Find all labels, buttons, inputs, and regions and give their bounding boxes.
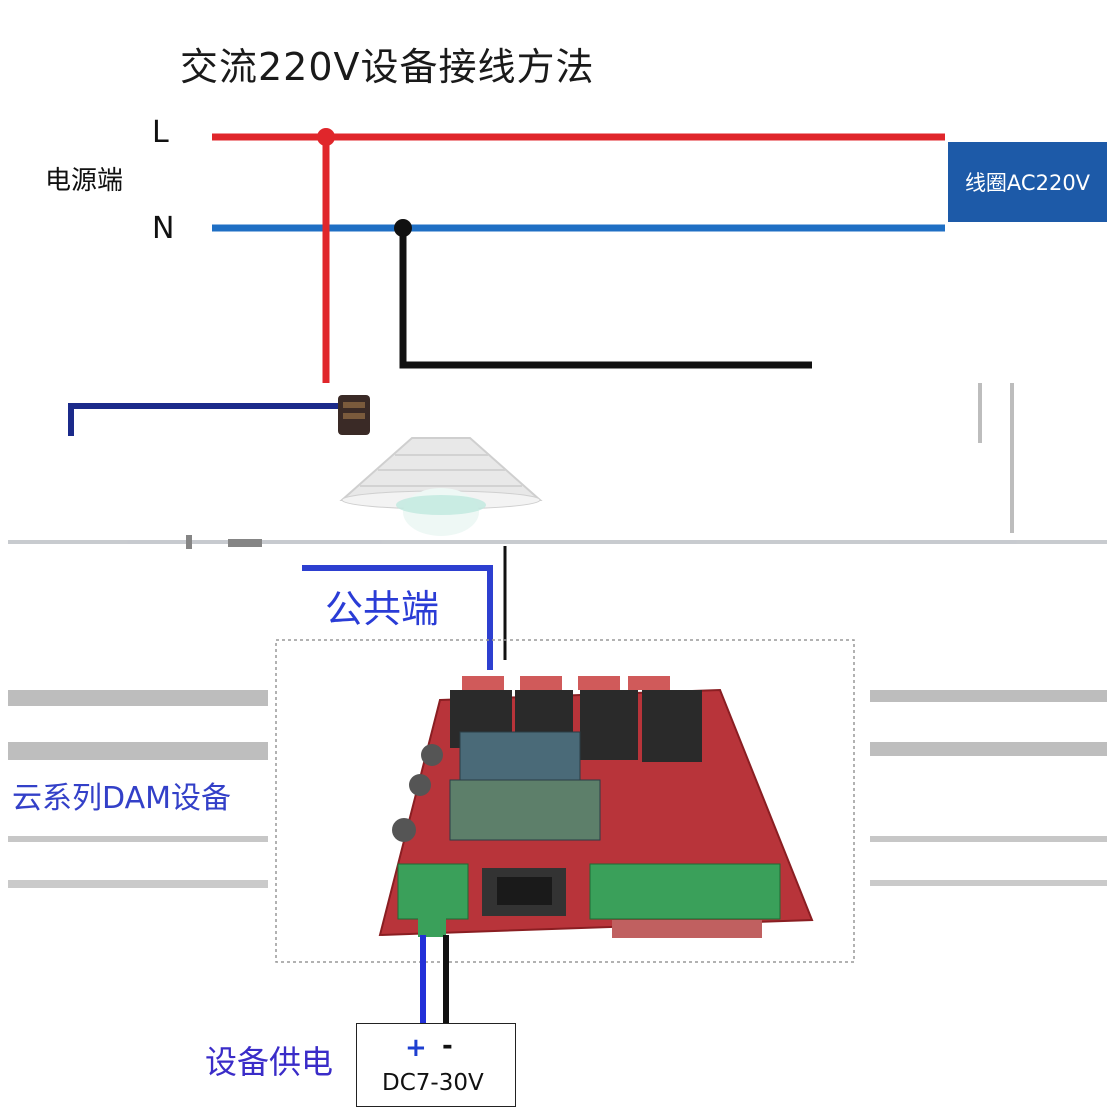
neutral-drop-wire: [399, 228, 812, 369]
scan-artifact: [8, 383, 1107, 888]
junction-dot-icon: [317, 128, 335, 146]
power-supply-box: [356, 1023, 516, 1107]
coil-box: 线圈AC220V: [948, 142, 1107, 222]
live-line-label: L: [152, 115, 169, 150]
junction-dot-icon: [394, 219, 412, 237]
power-source-label: 电源端: [45, 166, 124, 196]
psu-minus: -: [442, 1031, 453, 1061]
light-bulb-icon: [338, 395, 543, 536]
lamp-return-wire: [68, 403, 345, 436]
common-terminal-label: 公共端: [325, 587, 440, 631]
neutral-line-label: N: [152, 211, 175, 246]
common-wire: [302, 565, 493, 670]
page-title: 交流220V设备接线方法: [180, 45, 595, 89]
device-frame: [275, 639, 855, 963]
psu-voltage: DC7-30V: [382, 1070, 484, 1096]
relay-board-icon: [378, 676, 814, 938]
coil-label: 线圈AC220V: [964, 171, 1091, 195]
device-label: 云系列DAM设备: [12, 781, 231, 816]
supply-label: 设备供电: [205, 1043, 334, 1081]
psu-plus: +: [405, 1033, 427, 1063]
